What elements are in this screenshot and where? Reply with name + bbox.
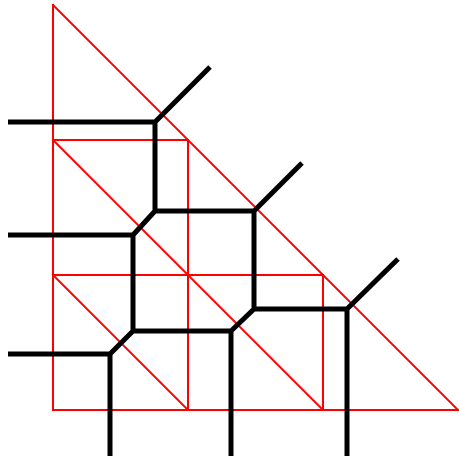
tropical-curve-layer <box>8 65 400 456</box>
curve-ray-diagonal-2 <box>252 161 304 213</box>
curve-edge-3 <box>131 209 157 237</box>
curve-ray-diagonal-3 <box>345 257 400 311</box>
grid-diagonal-1 <box>51 138 325 412</box>
curve-edge-6 <box>108 329 135 356</box>
curve-ray-diagonal-1 <box>153 65 212 124</box>
curve-edge-9 <box>229 307 256 333</box>
